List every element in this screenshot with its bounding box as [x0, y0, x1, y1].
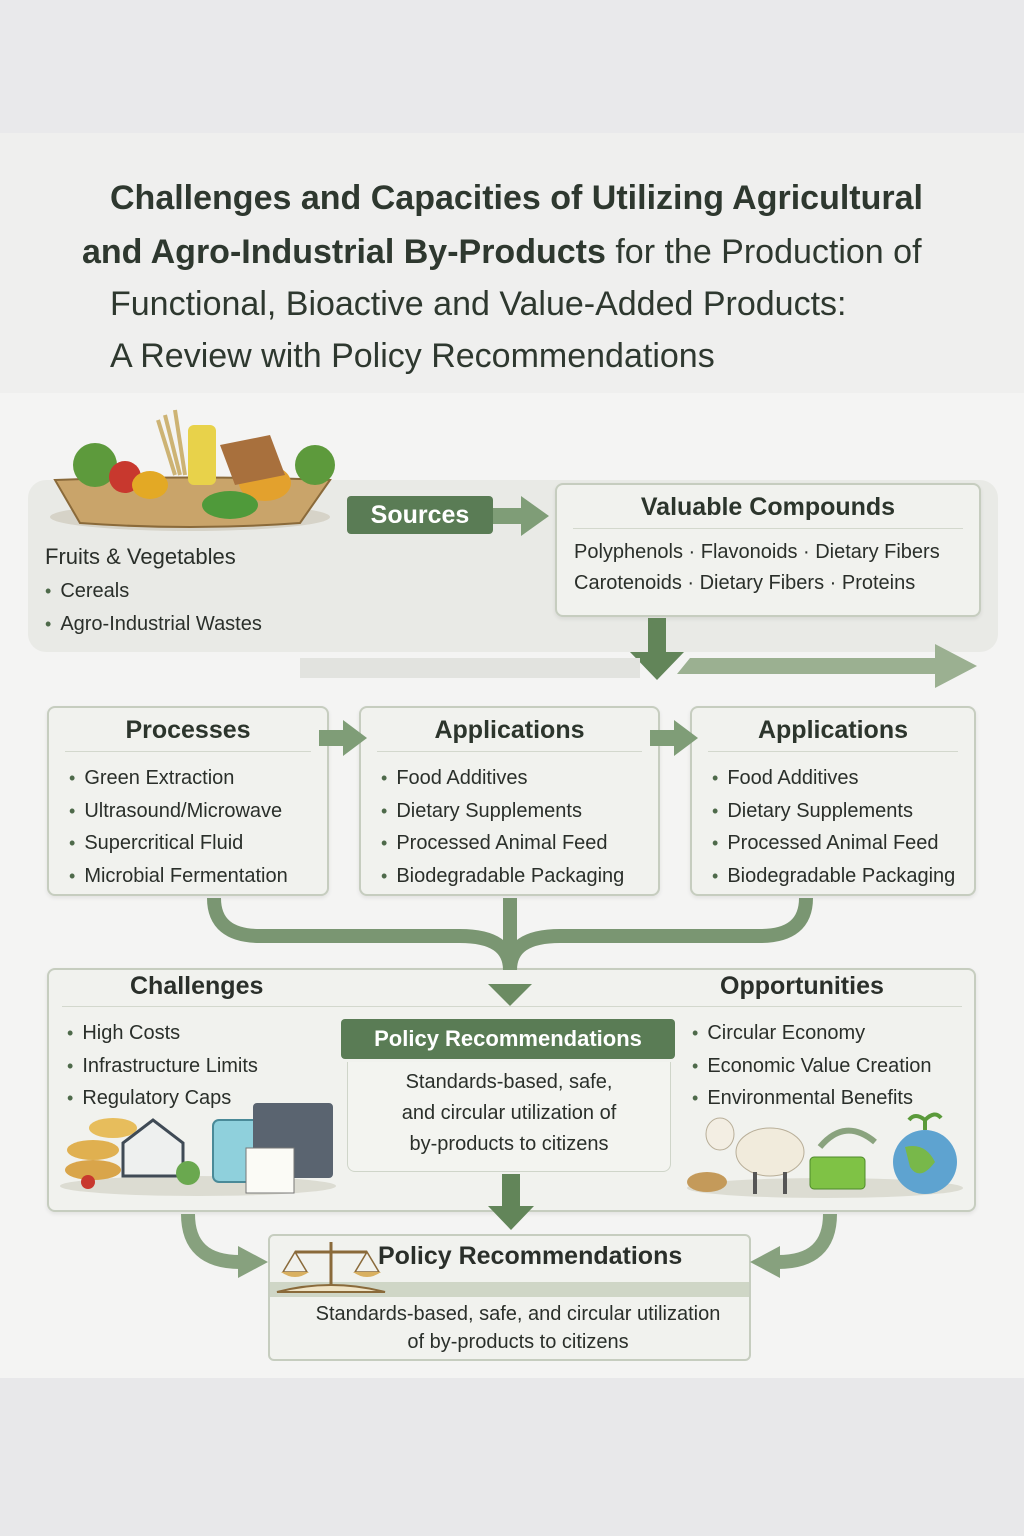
opportunities-item: Environmental Benefits — [692, 1082, 932, 1115]
applications-item: Food Additives — [381, 762, 658, 795]
curve-left-to-policy — [181, 1213, 241, 1269]
challenges-item: High Costs — [67, 1017, 258, 1050]
applications-title: Applications — [377, 708, 642, 752]
sheep-recycling-globe-icon — [687, 1112, 963, 1198]
opportunities-title: Opportunities — [720, 972, 884, 1000]
challenges-item: Infrastructure Limits — [67, 1050, 258, 1083]
policy-mid-title: Policy Recommendations — [341, 1019, 675, 1059]
produce-basket-icon — [50, 409, 335, 531]
processes-box: Processes Green Extraction Ultrasound/Mi… — [47, 706, 329, 896]
sources-label: Sources — [347, 496, 493, 534]
title-line-4: A Review with Policy Recommendations — [110, 337, 715, 375]
applications-item: Dietary Supplements — [381, 795, 658, 828]
applications-item: Dietary Supplements — [712, 795, 974, 828]
processes-list: Green Extraction Ultrasound/Microwave Su… — [49, 752, 327, 892]
costs-infrastructure-icon — [60, 1103, 336, 1196]
applications-box-2: Applications Food Additives Dietary Supp… — [690, 706, 976, 896]
policy-final-stripe — [270, 1282, 749, 1297]
top-band — [0, 0, 1024, 133]
policy-mid-line: Standards-based, safe, — [405, 1071, 613, 1093]
sources-list: Cereals Agro-Industrial Wastes — [25, 565, 262, 640]
title-line-1: Challenges and Capacities of Utilizing A… — [110, 179, 923, 217]
sources-item: Cereals — [45, 575, 262, 608]
divider — [62, 1006, 962, 1007]
policy-mid-line: and circular utilization of — [401, 1102, 617, 1124]
bottom-band — [0, 1378, 1024, 1536]
sources-item: Agro-Industrial Wastes — [45, 608, 262, 641]
applications-list: Food Additives Dietary Supplements Proce… — [361, 752, 658, 892]
connector-left — [207, 897, 517, 971]
policy-final-title: Policy Recommendations — [378, 1242, 683, 1270]
opportunities-list: Circular Economy Economic Value Creation… — [672, 1007, 932, 1115]
title-line-3: Functional, Bioactive and Value-Added Pr… — [110, 285, 847, 323]
compounds-title: Valuable Compounds — [573, 485, 963, 529]
policy-mid-line: by-products to citizens — [409, 1133, 609, 1155]
title-line-2: and Agro-Industrial By-Products for the … — [82, 233, 922, 271]
shadow-band — [300, 658, 640, 678]
applications-item: Processed Animal Feed — [381, 827, 658, 860]
processes-item: Supercritical Fluid — [69, 827, 327, 860]
valuable-compounds-box: Valuable Compounds Polyphenols · Flavono… — [555, 483, 981, 617]
scales-of-justice-icon — [276, 1242, 386, 1293]
processes-item: Ultrasound/Microwave — [69, 795, 327, 828]
applications-title: Applications — [708, 708, 958, 752]
arrowhead-left — [238, 1246, 268, 1278]
processes-title: Processes — [65, 708, 311, 752]
policy-final-line: of by-products to citizens — [407, 1331, 629, 1353]
challenges-item: Regulatory Caps — [67, 1082, 258, 1115]
processes-item: Microbial Fermentation — [69, 860, 327, 893]
challenges-list: High Costs Infrastructure Limits Regulat… — [47, 1007, 258, 1115]
policy-final-line: Standards-based, safe, and circular util… — [315, 1303, 721, 1325]
applications-item: Biodegradable Packaging — [381, 860, 658, 893]
applications-item: Processed Animal Feed — [712, 827, 974, 860]
opportunities-item: Circular Economy — [692, 1017, 932, 1050]
arrowhead-right — [750, 1246, 780, 1278]
sources-heading: Fruits & Vegetables — [45, 544, 236, 569]
compounds-line-1: Polyphenols · Flavonoids · Dietary Fiber… — [574, 541, 940, 563]
processes-item: Green Extraction — [69, 762, 327, 795]
policy-final-box — [268, 1234, 751, 1361]
opportunities-item: Economic Value Creation — [692, 1050, 931, 1083]
applications-item: Biodegradable Packaging — [712, 860, 974, 893]
applications-item: Food Additives — [712, 762, 974, 795]
policy-mid-box: Standards-based, safe, and circular util… — [347, 1062, 671, 1172]
policy-final-text: Standards-based, safe, and circular util… — [270, 1300, 766, 1356]
compounds-line-2: Carotenoids · Dietary Fibers · Proteins — [574, 572, 916, 594]
applications-list: Food Additives Dietary Supplements Proce… — [692, 752, 974, 892]
title-band — [0, 133, 1024, 393]
applications-box-1: Applications Food Additives Dietary Supp… — [359, 706, 660, 896]
challenges-title: Challenges — [130, 972, 264, 1000]
curve-right-to-policy — [777, 1213, 837, 1269]
connector-right — [503, 897, 813, 971]
